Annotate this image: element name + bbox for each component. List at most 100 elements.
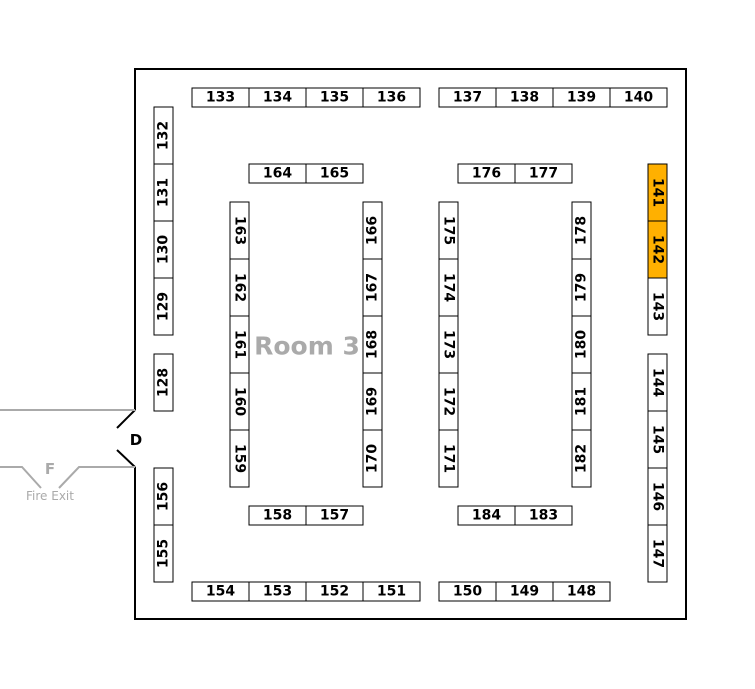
booth-181[interactable]: 181: [571, 372, 592, 431]
room-walls: [116, 68, 687, 620]
booth-151[interactable]: 151: [362, 581, 421, 602]
booth-number: 163: [232, 216, 248, 245]
booth-number: 137: [453, 90, 482, 106]
booth-number: 133: [206, 90, 235, 106]
booth-182[interactable]: 182: [571, 429, 592, 488]
booth-147[interactable]: 147: [647, 524, 668, 583]
booth-158[interactable]: 158: [248, 505, 307, 526]
booth-130[interactable]: 130: [153, 220, 174, 279]
booth-number: 142: [650, 235, 666, 264]
booth-number: 167: [365, 273, 381, 302]
booth-156[interactable]: 156: [153, 467, 174, 526]
booth-number: 182: [574, 444, 590, 473]
booth-168[interactable]: 168: [362, 315, 383, 374]
booth-number: 132: [156, 121, 172, 150]
booth-number: 159: [232, 444, 248, 473]
booth-box: [609, 87, 668, 108]
booth-175[interactable]: 175: [438, 201, 459, 260]
booth-165[interactable]: 165: [305, 163, 364, 184]
booth-170[interactable]: 170: [362, 429, 383, 488]
booth-157[interactable]: 157: [305, 505, 364, 526]
booth-136[interactable]: 136: [362, 87, 421, 108]
booth-box: [647, 524, 668, 583]
booth-162[interactable]: 162: [229, 258, 250, 317]
booth-number: 152: [320, 584, 349, 600]
booth-133[interactable]: 133: [191, 87, 250, 108]
booth-164[interactable]: 164: [248, 163, 307, 184]
booth-150[interactable]: 150: [438, 581, 497, 602]
booth-box: [552, 581, 611, 602]
fire-exit-label: Fire Exit: [26, 489, 74, 503]
booth-173[interactable]: 173: [438, 315, 459, 374]
booth-142[interactable]: 142: [647, 220, 668, 279]
booth-163[interactable]: 163: [229, 201, 250, 260]
booth-129[interactable]: 129: [153, 277, 174, 336]
booth-135[interactable]: 135: [305, 87, 364, 108]
booth-174[interactable]: 174: [438, 258, 459, 317]
booth-160[interactable]: 160: [229, 372, 250, 431]
booth-159[interactable]: 159: [229, 429, 250, 488]
booth-171[interactable]: 171: [438, 429, 459, 488]
booth-144[interactable]: 144: [647, 353, 668, 412]
booth-137[interactable]: 137: [438, 87, 497, 108]
booth-138[interactable]: 138: [495, 87, 554, 108]
fire-exit-corridor: [0, 409, 135, 489]
booth-161[interactable]: 161: [229, 315, 250, 374]
booth-number: 130: [156, 235, 172, 264]
room-label: Room 3: [254, 332, 360, 361]
booth-number: 157: [320, 508, 349, 524]
booth-number: 154: [206, 584, 235, 600]
booth-145[interactable]: 145: [647, 410, 668, 469]
booth-176[interactable]: 176: [457, 163, 516, 184]
booth-number: 147: [650, 539, 666, 568]
booth-167[interactable]: 167: [362, 258, 383, 317]
booth-number: 183: [529, 508, 558, 524]
booth-number: 138: [510, 90, 539, 106]
booth-number: 141: [650, 178, 666, 207]
booth-172[interactable]: 172: [438, 372, 459, 431]
booth-177[interactable]: 177: [514, 163, 573, 184]
booth-number: 129: [156, 292, 172, 321]
booth-183[interactable]: 183: [514, 505, 573, 526]
booth-169[interactable]: 169: [362, 372, 383, 431]
booth-149[interactable]: 149: [495, 581, 554, 602]
booth-178[interactable]: 178: [571, 201, 592, 260]
booth-154[interactable]: 154: [191, 581, 250, 602]
booth-152[interactable]: 152: [305, 581, 364, 602]
booth-number: 158: [263, 508, 292, 524]
booth-143[interactable]: 143: [647, 277, 668, 336]
booth-128[interactable]: 128: [153, 353, 174, 412]
booth-number: 148: [567, 584, 596, 600]
booth-184[interactable]: 184: [457, 505, 516, 526]
booth-number: 170: [365, 444, 381, 473]
booth-166[interactable]: 166: [362, 201, 383, 260]
booth-number: 140: [624, 90, 653, 106]
door-label[interactable]: D: [130, 431, 142, 449]
booth-number: 156: [156, 482, 172, 511]
booth-box: [153, 277, 174, 336]
booth-number: 166: [365, 216, 381, 245]
booth-number: 168: [365, 330, 381, 359]
booth-number: 135: [320, 90, 349, 106]
booth-box: [362, 87, 421, 108]
booth-number: 165: [320, 166, 349, 182]
booth-180[interactable]: 180: [571, 315, 592, 374]
booth-179[interactable]: 179: [571, 258, 592, 317]
booth-140[interactable]: 140: [609, 87, 668, 108]
booth-131[interactable]: 131: [153, 163, 174, 222]
booth-153[interactable]: 153: [248, 581, 307, 602]
booth-155[interactable]: 155: [153, 524, 174, 583]
booth-number: 139: [567, 90, 596, 106]
booth-box: [571, 429, 592, 488]
booth-146[interactable]: 146: [647, 467, 668, 526]
booth-139[interactable]: 139: [552, 87, 611, 108]
booth-141[interactable]: 141: [647, 163, 668, 222]
booth-number: 181: [574, 387, 590, 416]
booth-134[interactable]: 134: [248, 87, 307, 108]
booth-number: 155: [156, 539, 172, 568]
booth-box: [305, 163, 364, 184]
booth-number: 153: [263, 584, 292, 600]
booth-132[interactable]: 132: [153, 106, 174, 165]
booth-number: 150: [453, 584, 482, 600]
booth-148[interactable]: 148: [552, 581, 611, 602]
